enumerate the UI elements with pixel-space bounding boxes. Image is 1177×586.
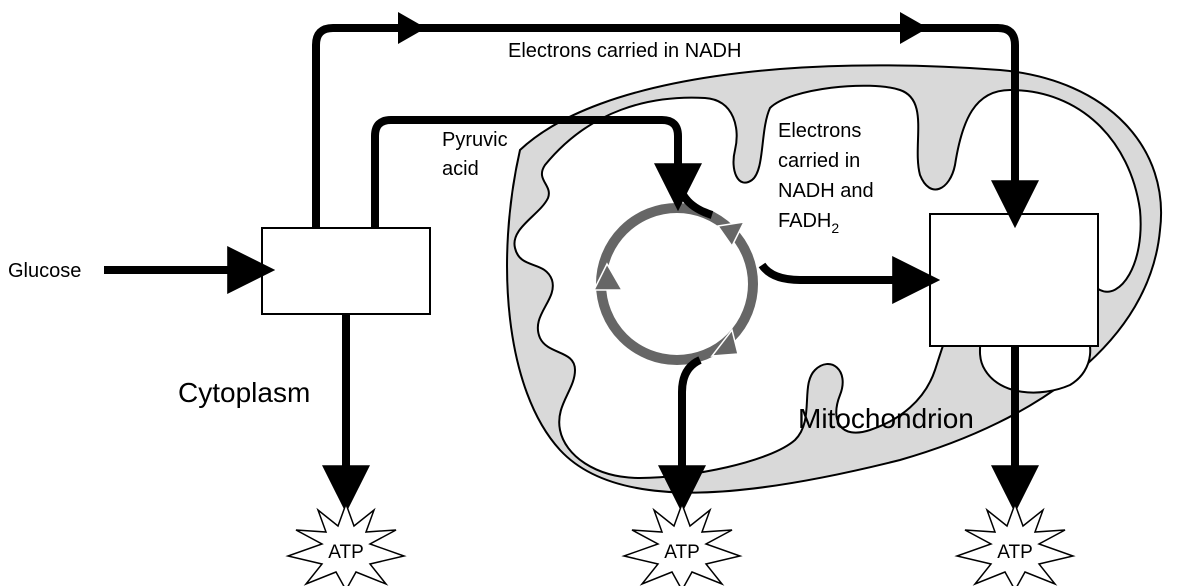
electrons-nadh-label: Electrons carried in NADH (508, 40, 741, 62)
atp-label-2: ATP (664, 542, 700, 563)
pyruvic-acid-label-line2: acid (442, 158, 479, 180)
cycle-arrowhead-left (592, 262, 624, 291)
electrons-fadh-label-line2: carried in (778, 150, 860, 172)
nadh-arrowhead-right (900, 12, 928, 44)
atp-burst-2 (621, 501, 743, 586)
cycle-arrowhead-bottom (710, 328, 739, 357)
fadh-subscript: 2 (831, 220, 839, 236)
mitochondrion-label: Mitochondrion (798, 403, 974, 434)
pyruvic-acid-arrow (371, 116, 702, 228)
atp-burst-3 (954, 501, 1076, 586)
cycle-arrowhead-right (716, 221, 746, 248)
atp-label-3: ATP (997, 542, 1033, 563)
electrons-fadh-label-line3: NADH and (778, 180, 874, 202)
electron-transport-box (929, 213, 1099, 347)
glycolysis-box (261, 227, 431, 315)
electrons-fadh-label-line4: FADH2 (778, 210, 839, 236)
nadh-arrow (312, 24, 1039, 229)
pyruvic-acid-label-line1: Pyruvic (442, 129, 508, 151)
nadh-arrowhead-left (398, 12, 426, 44)
glucose-label: Glucose (8, 260, 81, 282)
cycle-to-etc-arrow (758, 256, 941, 304)
atp-label-1: ATP (328, 542, 364, 563)
pyruvic-into-cycle (674, 177, 714, 219)
krebs-atp-arrow (658, 356, 706, 514)
cytoplasm-label: Cytoplasm (178, 377, 310, 408)
atp-burst-1 (285, 501, 407, 586)
electrons-fadh-label-line1: Electrons (778, 120, 861, 142)
